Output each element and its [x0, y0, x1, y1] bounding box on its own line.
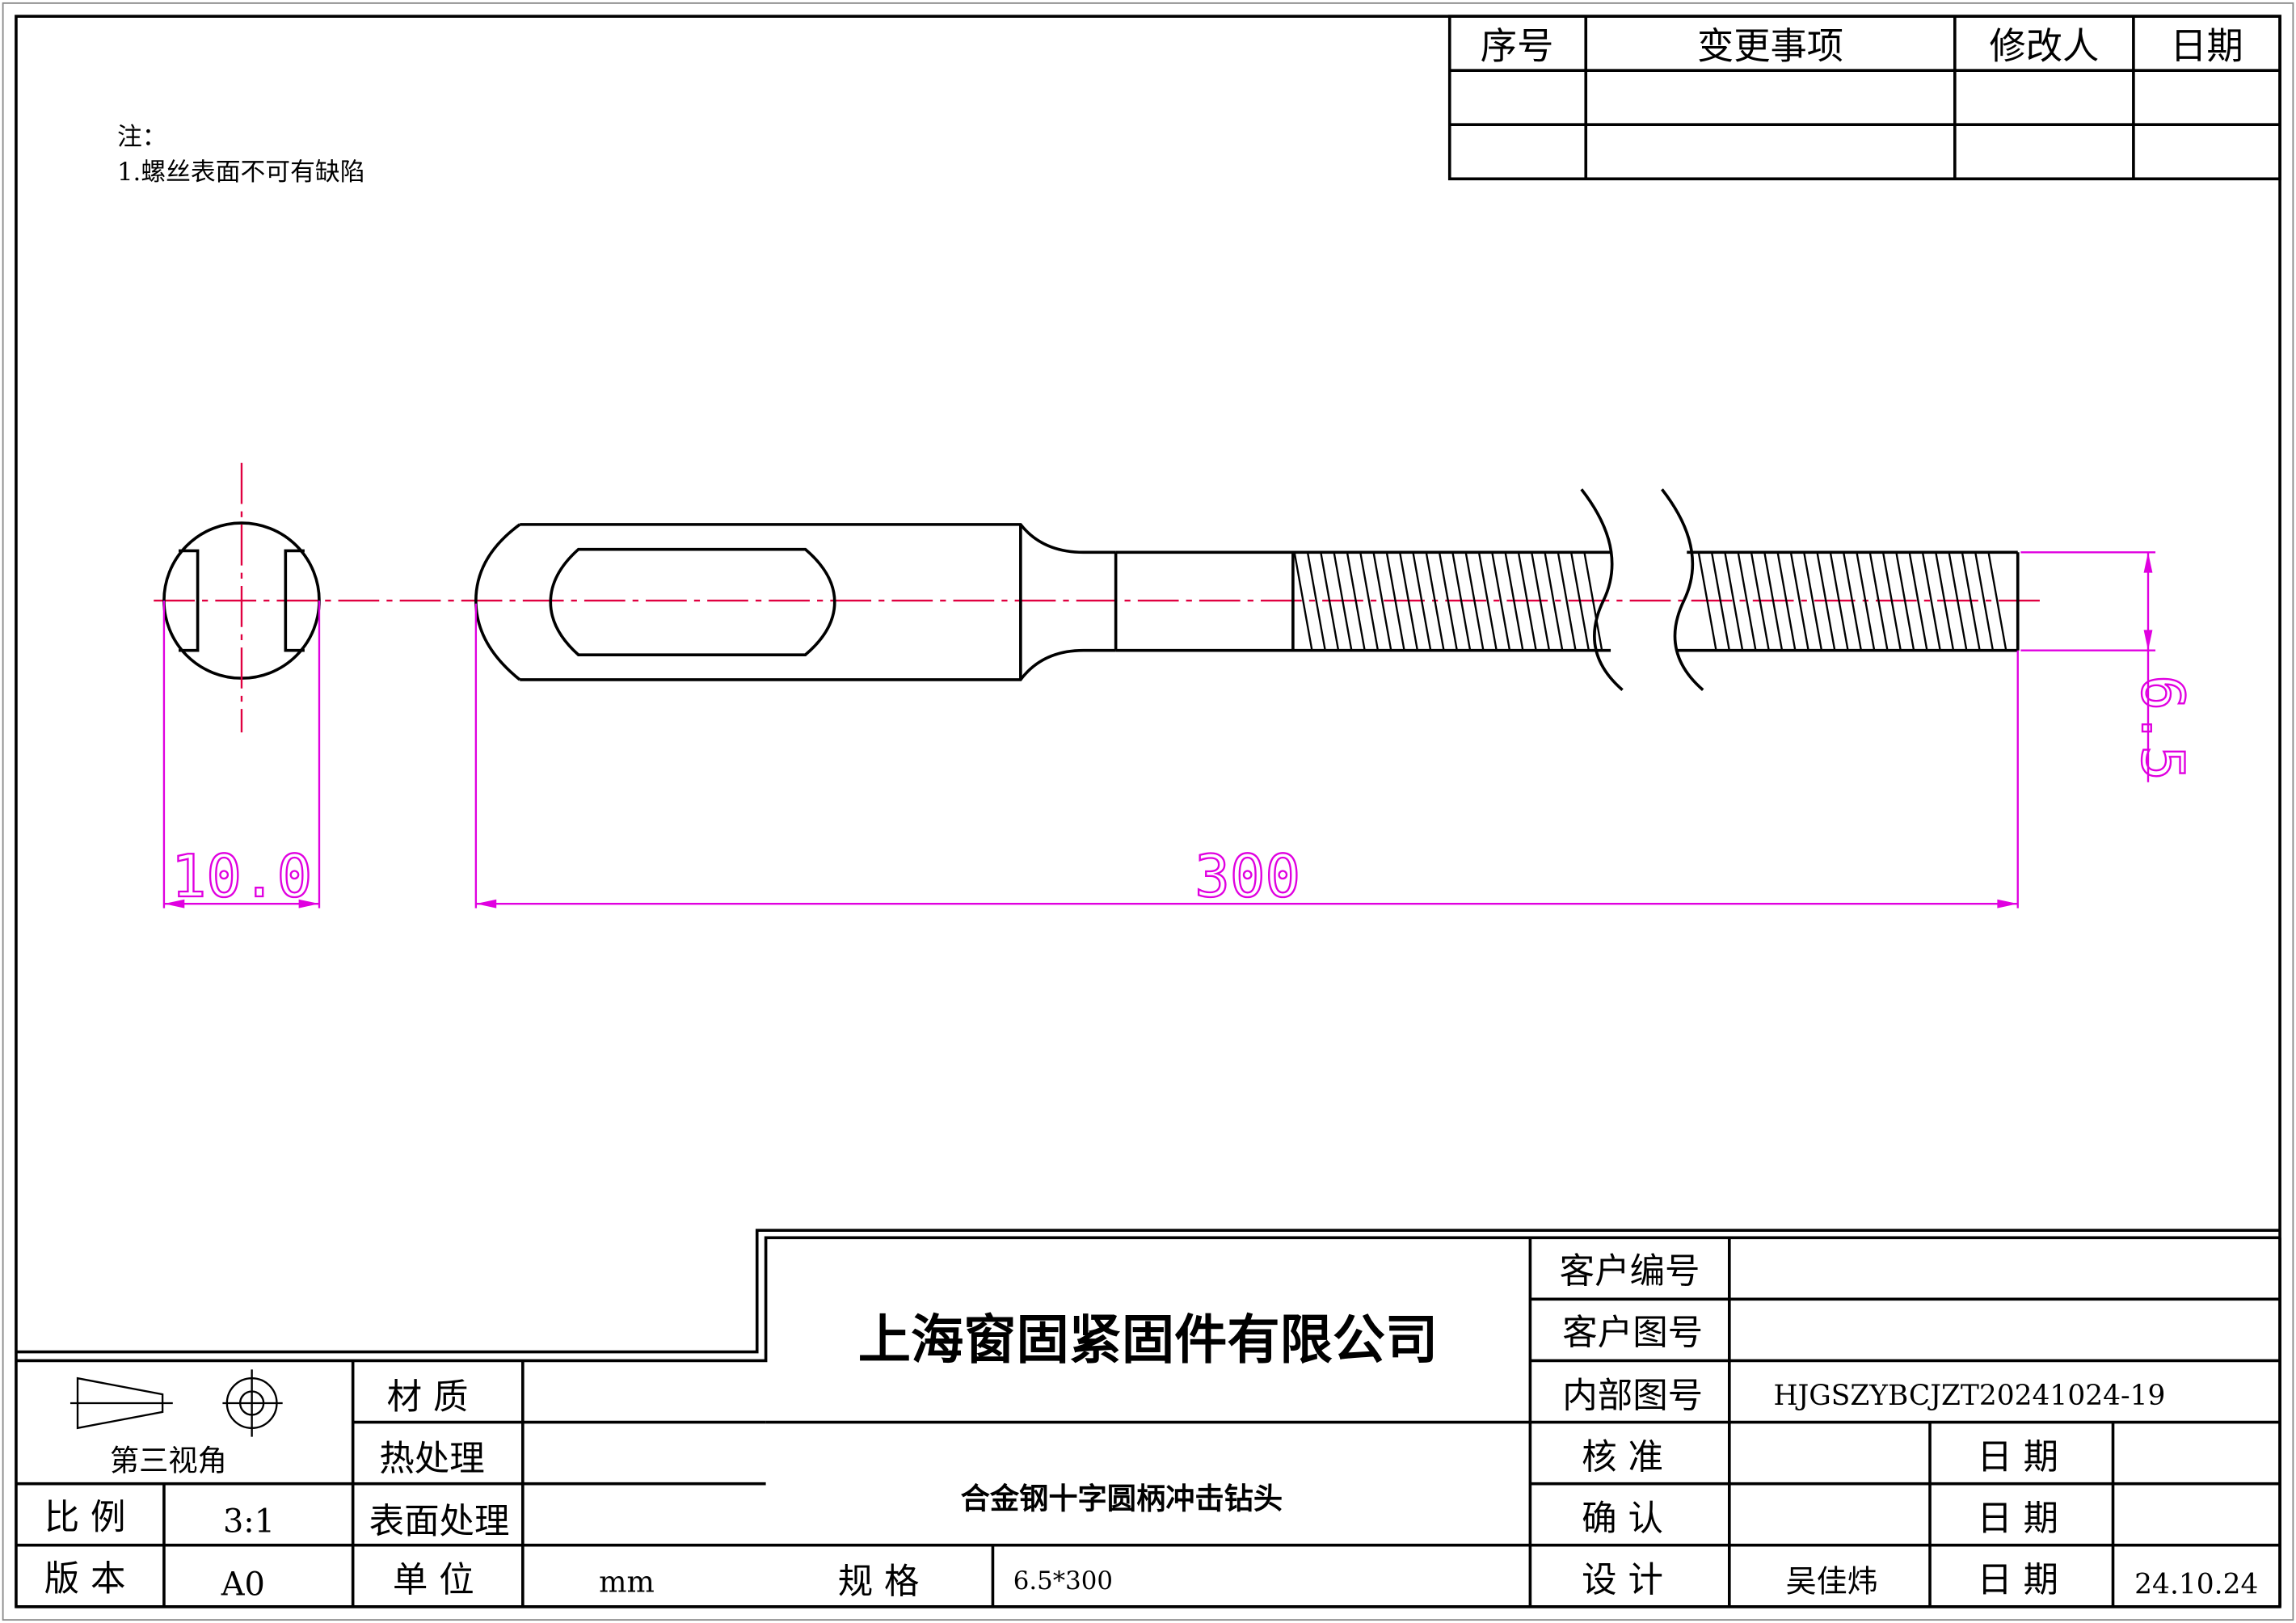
- spec-label: 规 格: [838, 1562, 920, 1603]
- thread-line: [1359, 552, 1380, 651]
- thread-line: [1987, 552, 2007, 651]
- thread-line: [1464, 552, 1485, 651]
- third-angle-projection-icon: [70, 1369, 283, 1437]
- thread-line: [1974, 552, 1995, 651]
- thread-line: [1895, 552, 1915, 651]
- thread-hatching: [1293, 552, 1603, 651]
- notes-heading: 注：: [117, 123, 167, 152]
- thread-line: [1697, 552, 1717, 651]
- title-block: 第三视角 材 质 热处理 表面处理 比 例 3:1 版 本 A0 单 位 mm …: [15, 1229, 2281, 1608]
- version-value: A0: [221, 1566, 265, 1603]
- thread-line: [1908, 552, 1928, 651]
- thread-line: [1881, 552, 1902, 651]
- thread-line: [1477, 552, 1498, 651]
- thread-line: [1425, 552, 1445, 651]
- confirm-date-label: 日 期: [1977, 1499, 2058, 1540]
- check-date-label: 日 期: [1977, 1438, 2058, 1478]
- internal-drawing-label: 内部图号: [1562, 1376, 1703, 1416]
- thread-line: [1569, 552, 1590, 651]
- dim-head-diameter-value: 10.0: [171, 843, 313, 911]
- dimension-head-diameter: 10.0: [162, 601, 321, 912]
- thread-line: [1531, 552, 1551, 651]
- thread-line: [1763, 552, 1784, 651]
- thread-line: [1829, 552, 1849, 651]
- thread-line: [1842, 552, 1863, 651]
- thread-line: [1333, 552, 1353, 651]
- rev-header-no: 序号: [1481, 25, 1554, 68]
- thread-line: [1921, 552, 1941, 651]
- thread-line: [1750, 552, 1770, 651]
- dimension-thread-diameter: 6.5: [2020, 551, 2197, 782]
- dim-total-length-value: 300: [1194, 843, 1300, 911]
- thread-line: [1868, 552, 1889, 651]
- thread-line: [1935, 552, 1955, 651]
- projection-label: 第三视角: [110, 1443, 227, 1478]
- internal-drawing-value: HJGSZYBCJZT20241024-19: [1774, 1380, 2166, 1412]
- customer-drawing-label: 客户图号: [1562, 1313, 1703, 1354]
- thread-line: [1293, 552, 1313, 651]
- confirm-label: 确 认: [1582, 1499, 1663, 1540]
- thread-line: [1320, 552, 1340, 651]
- dimension-total-length: 300: [474, 603, 2019, 912]
- rev-header-editor: 修改人: [1989, 25, 2099, 68]
- thread-line: [1948, 552, 1968, 651]
- thread-line: [1816, 552, 1836, 651]
- thread-line: [1372, 552, 1392, 651]
- rev-header-date: 日期: [2170, 25, 2243, 68]
- spec-value: 6.5*300: [1013, 1566, 1113, 1596]
- thread-line: [1491, 552, 1511, 651]
- unit-label: 单 位: [393, 1561, 474, 1601]
- thread-line: [1438, 552, 1458, 651]
- thread-line: [1346, 552, 1366, 651]
- designer-name: 吴佳炜: [1786, 1564, 1878, 1600]
- part-name: 合金钢十字圆柄冲击钻头: [961, 1481, 1283, 1516]
- thread-line: [1398, 552, 1419, 651]
- thread-line: [1803, 552, 1823, 651]
- revision-table: 序号 变更事项 修改人 日期: [1447, 15, 2281, 181]
- customer-no-label: 客户编号: [1560, 1251, 1700, 1292]
- thread-line: [1557, 552, 1577, 651]
- design-date-label: 日 期: [1977, 1561, 2058, 1601]
- thread-line: [1517, 552, 1537, 651]
- thread-line: [1961, 552, 1981, 651]
- scale-value: 3:1: [223, 1503, 275, 1540]
- note-item: 1.螺丝表面不可有缺陷: [117, 158, 365, 187]
- thread-line: [1776, 552, 1797, 651]
- thread-line: [1451, 552, 1472, 651]
- heat-treatment-label: 热处理: [379, 1439, 484, 1479]
- thread-line: [1789, 552, 1809, 651]
- material-label: 材 质: [387, 1377, 469, 1418]
- thread-line: [1385, 552, 1405, 651]
- company-name: 上海窗固紧固件有限公司: [858, 1309, 1438, 1371]
- surface-treatment-label: 表面处理: [369, 1502, 510, 1542]
- thread-line: [1737, 552, 1757, 651]
- rev-header-change: 变更事项: [1697, 25, 1843, 68]
- thread-line: [1504, 552, 1524, 651]
- thread-line: [1306, 552, 1326, 651]
- thread-line: [1710, 552, 1730, 651]
- thread-hatching: [1697, 552, 2007, 651]
- thread-line: [1856, 552, 1876, 651]
- side-view: [474, 488, 2020, 691]
- check-label: 核 准: [1582, 1438, 1663, 1478]
- design-label: 设 计: [1582, 1561, 1663, 1601]
- thread-line: [1544, 552, 1564, 651]
- version-label: 版 本: [44, 1559, 126, 1600]
- end-view: [162, 462, 321, 733]
- thread-line: [1583, 552, 1603, 651]
- thread-line: [1724, 552, 1744, 651]
- scale-label: 比 例: [44, 1498, 126, 1538]
- thread-line: [1412, 552, 1432, 651]
- design-date: 24.10.24: [2134, 1569, 2258, 1601]
- dim-thread-diameter-value: 6.5: [2128, 675, 2196, 781]
- unit-value: mm: [599, 1565, 655, 1600]
